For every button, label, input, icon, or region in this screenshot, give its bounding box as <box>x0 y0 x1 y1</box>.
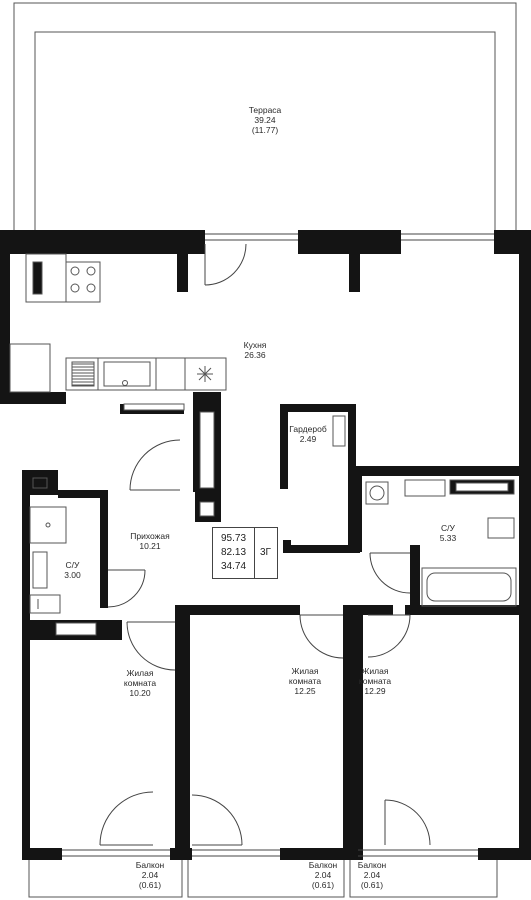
total-area: 95.73 <box>220 533 247 544</box>
living-total-area: 82.13 <box>220 547 247 558</box>
kitchen-furniture <box>9 253 227 393</box>
doors <box>99 243 431 846</box>
living-area: 34.74 <box>220 561 247 572</box>
area-values: 95.73 82.13 34.74 <box>213 528 255 578</box>
area-summary-box: 95.73 82.13 34.74 3Г <box>212 527 278 579</box>
terrace-outline <box>13 2 517 230</box>
bath-fixtures <box>29 403 517 636</box>
dishwasher-grille <box>71 361 95 387</box>
windows <box>62 233 494 857</box>
apartment-type: 3Г <box>260 547 271 558</box>
walls <box>0 230 531 860</box>
balcony-outlines <box>28 858 498 898</box>
